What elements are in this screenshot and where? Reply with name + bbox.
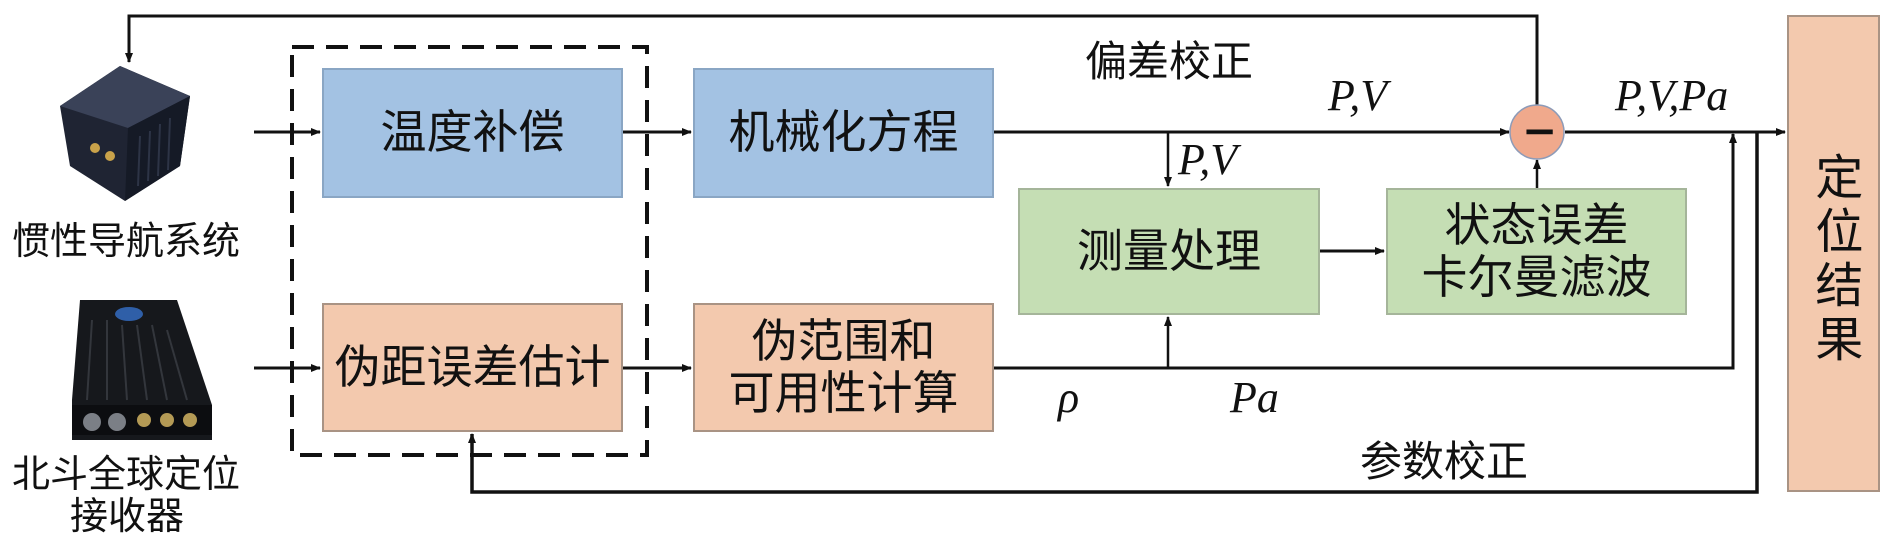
kalman-filter-label-line1: 状态误差 bbox=[1444, 197, 1629, 252]
pv-main-label: P,V bbox=[1328, 71, 1388, 120]
mechanization-equation-label: 机械化方程 bbox=[728, 105, 959, 160]
temp-compensation-group-frame bbox=[290, 45, 649, 457]
bias-correction-label: 偏差校正 bbox=[1085, 37, 1254, 86]
positioning-result-label: 定位结果 bbox=[1806, 152, 1863, 368]
pseudorange-error-estimation-label: 伪距误差估计 bbox=[334, 339, 611, 394]
kalman-filter-block: 状态误差 卡尔曼滤波 bbox=[1386, 188, 1687, 315]
gnss-label-line2: 接收器 bbox=[70, 494, 185, 538]
gnss-label-line1: 北斗全球定位 bbox=[12, 452, 241, 496]
bias-correction-feedback-line bbox=[125, 14, 1539, 107]
pa-to-output-line bbox=[994, 133, 1737, 370]
temperature-compensation-label: 温度补偿 bbox=[380, 105, 565, 160]
pseudorange-availability-label-line1: 伪范围和 bbox=[751, 313, 936, 368]
pseudorange-availability-label-line2: 可用性计算 bbox=[728, 365, 959, 420]
measurement-processing-label: 测量处理 bbox=[1077, 223, 1261, 278]
ins-label: 惯性导航系统 bbox=[12, 219, 241, 263]
gnss-receiver-icon bbox=[62, 300, 212, 440]
temperature-compensation-block: 温度补偿 bbox=[322, 68, 623, 198]
subtract-symbol: − bbox=[1522, 106, 1558, 155]
subtract-node bbox=[1509, 104, 1565, 160]
rho-label: ρ bbox=[1058, 373, 1080, 422]
pa-label: Pa bbox=[1230, 373, 1279, 422]
ins-device-icon bbox=[50, 66, 200, 201]
positioning-result-block: 定位结果 bbox=[1787, 15, 1880, 492]
param-correction-feedback-line bbox=[468, 132, 1759, 494]
pvpa-output-label: P,V,Pa bbox=[1615, 71, 1729, 120]
measurement-processing-block: 测量处理 bbox=[1018, 188, 1320, 315]
kalman-filter-label-line2: 卡尔曼滤波 bbox=[1421, 249, 1652, 304]
pseudorange-error-estimation-block: 伪距误差估计 bbox=[322, 303, 623, 432]
mechanization-equation-block: 机械化方程 bbox=[693, 68, 994, 198]
pv-branch-label: P,V bbox=[1178, 135, 1238, 184]
pseudorange-availability-block: 伪范围和 可用性计算 bbox=[693, 303, 994, 432]
param-correction-label: 参数校正 bbox=[1360, 437, 1529, 486]
